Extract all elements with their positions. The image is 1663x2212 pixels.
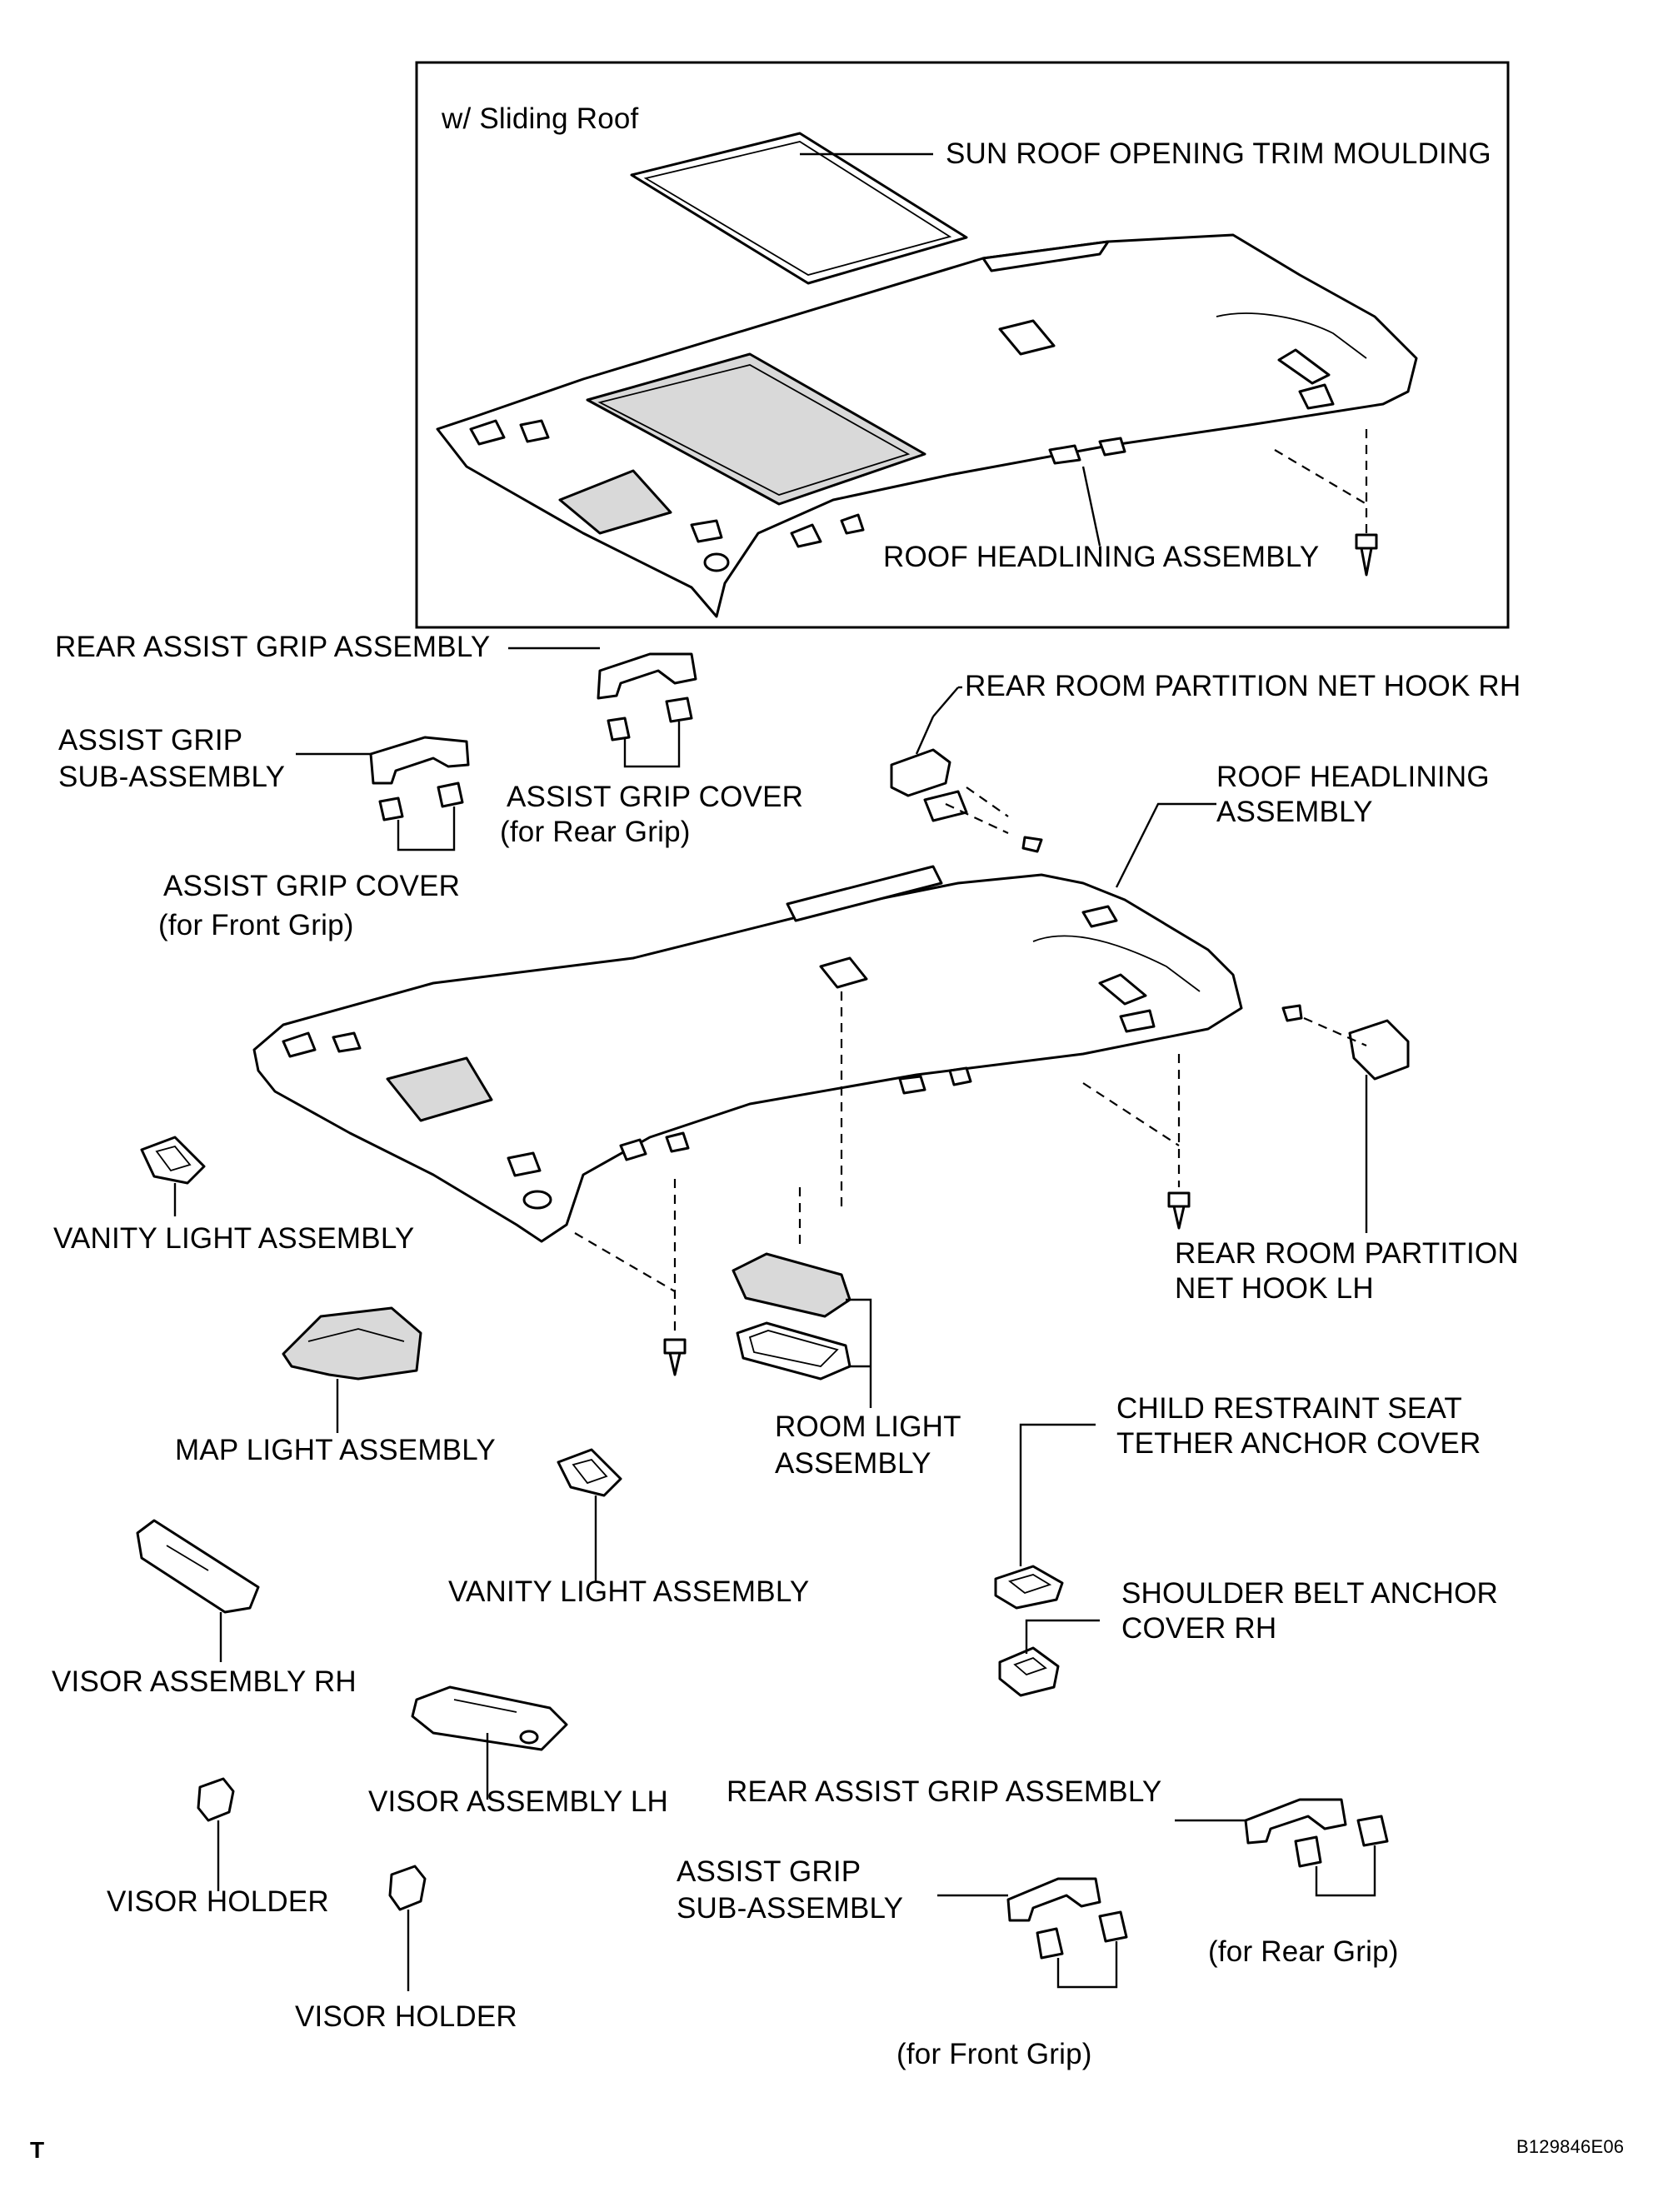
visor-holder-bottom-part (388, 1865, 427, 1911)
sunroof-trim-moulding-part (630, 132, 968, 285)
visor-holder-left-part (197, 1777, 235, 1822)
child-restraint-cover-part (994, 1565, 1064, 1610)
label-map-light: MAP LIGHT ASSEMBLY (175, 1434, 496, 1466)
label-sunroof-trim: SUN ROOF OPENING TRIM MOULDING (946, 137, 1491, 170)
label-assist-grip-sub-bottom-2: SUB-ASSEMBLY (677, 1892, 904, 1925)
vanity-light-center-part (557, 1448, 622, 1497)
label-net-hook-lh-2: NET HOOK LH (1175, 1272, 1374, 1305)
main-screw-clip-right (1167, 1191, 1191, 1230)
label-for-front-grip: (for Front Grip) (896, 2038, 1092, 2070)
label-assist-grip-sub-bottom-1: ASSIST GRIP (677, 1855, 861, 1888)
figure-code: B129846E06 (1516, 2136, 1625, 2157)
map-light-part (282, 1306, 422, 1381)
visor-lh-part (411, 1685, 568, 1751)
rear-assist-grip-top-part (597, 652, 697, 741)
label-shoulder-belt-2: COVER RH (1121, 1612, 1277, 1645)
label-child-restraint-1: CHILD RESTRAINT SEAT (1116, 1392, 1462, 1425)
sliding-roof-inset-frame (415, 61, 1510, 629)
label-assist-grip-sub-top-2: SUB-ASSEMBLY (58, 761, 286, 793)
shoulder-belt-cover-part (998, 1646, 1060, 1697)
label-roof-headlining-main-1: ROOF HEADLINING (1216, 761, 1490, 793)
rear-assist-grip-bottom-part (1244, 1798, 1389, 1868)
label-visor-holder-left: VISOR HOLDER (107, 1885, 329, 1918)
label-vanity-light-center: VANITY LIGHT ASSEMBLY (448, 1575, 810, 1608)
label-visor-lh: VISOR ASSEMBLY LH (368, 1785, 669, 1818)
label-for-rear-grip: (for Rear Grip) (1208, 1935, 1399, 1968)
roof-headlining-inset-part (436, 233, 1418, 618)
label-visor-holder-bottom: VISOR HOLDER (295, 2000, 517, 2033)
vanity-light-left-part (140, 1136, 206, 1185)
label-assist-grip-sub-top-1: ASSIST GRIP (58, 724, 243, 756)
label-room-light-2: ASSEMBLY (775, 1447, 931, 1480)
inset-title: w/ Sliding Roof (442, 102, 639, 135)
label-assist-grip-cover-rear-2: (for Rear Grip) (500, 816, 691, 848)
main-screw-clip-left (663, 1338, 687, 1376)
roof-headlining-main-part (252, 865, 1243, 1243)
inset-screw-clip (1355, 533, 1378, 577)
label-net-hook-lh-1: REAR ROOM PARTITION (1175, 1237, 1519, 1270)
label-assist-grip-cover-rear-1: ASSIST GRIP COVER (507, 781, 804, 813)
assist-grip-sub-bottom-part (1006, 1877, 1128, 1960)
label-shoulder-belt-1: SHOULDER BELT ANCHOR (1121, 1577, 1498, 1610)
visor-rh-part (136, 1519, 260, 1614)
corner-mark: T (30, 2137, 45, 2163)
label-assist-grip-cover-front-1: ASSIST GRIP COVER (163, 870, 461, 902)
assist-grip-sub-top-part (369, 736, 470, 821)
label-net-hook-rh: REAR ROOM PARTITION NET HOOK RH (965, 670, 1521, 702)
label-room-light-1: ROOM LIGHT (775, 1411, 961, 1443)
label-roof-headlining-inset: ROOF HEADLINING ASSEMBLY (883, 541, 1320, 573)
label-vanity-light-left: VANITY LIGHT ASSEMBLY (53, 1222, 415, 1255)
label-visor-rh: VISOR ASSEMBLY RH (52, 1665, 357, 1698)
net-hook-rh-screw (1021, 836, 1043, 853)
label-roof-headlining-main-2: ASSEMBLY (1216, 796, 1373, 828)
label-assist-grip-cover-front-2: (for Front Grip) (158, 909, 354, 941)
net-hook-lh-part (1281, 1004, 1410, 1081)
label-child-restraint-2: TETHER ANCHOR COVER (1116, 1427, 1481, 1460)
net-hook-rh-part (890, 748, 968, 822)
label-rear-assist-grip-top: REAR ASSIST GRIP ASSEMBLY (55, 631, 491, 663)
label-rear-assist-grip-bottom: REAR ASSIST GRIP ASSEMBLY (727, 1775, 1162, 1808)
